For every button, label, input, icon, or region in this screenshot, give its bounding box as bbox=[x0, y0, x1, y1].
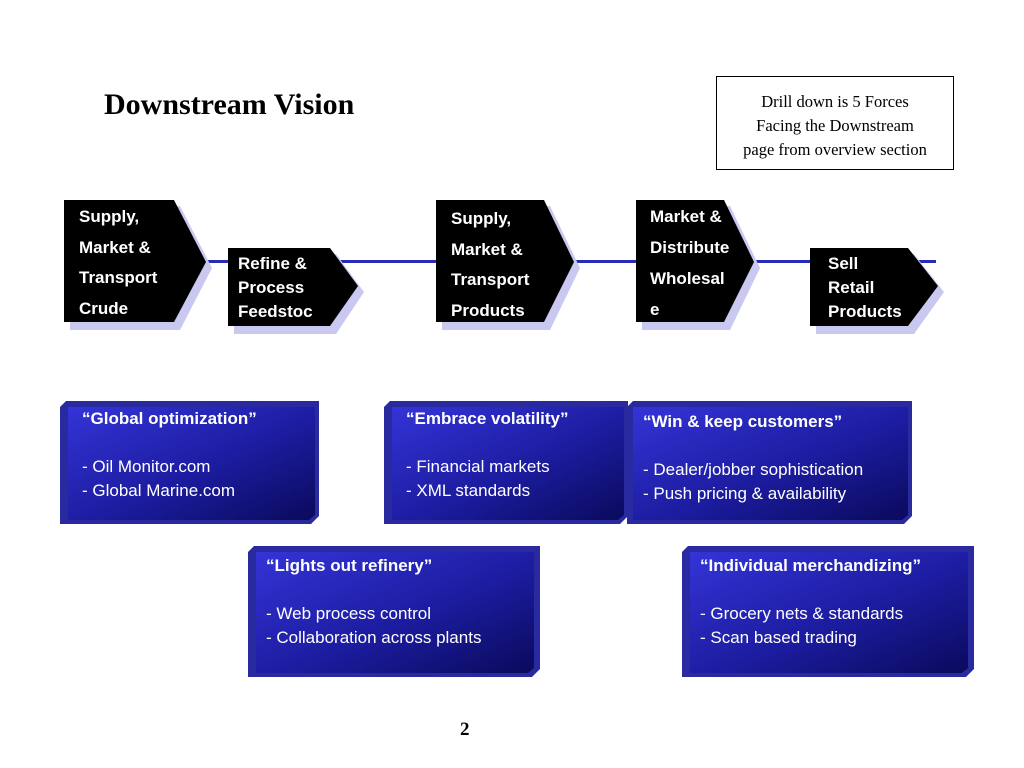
note-line: Drill down is 5 Forces bbox=[761, 92, 909, 111]
chevron-line: Crude bbox=[79, 298, 129, 318]
box-item: - Scan based trading bbox=[700, 628, 857, 647]
chevron-line: Market & bbox=[451, 239, 523, 259]
chevron-shape bbox=[228, 248, 364, 334]
chevron-line: Refine & bbox=[238, 254, 307, 273]
box-win-keep-customers: “Win & keep customers” - Dealer/jobber s… bbox=[627, 401, 912, 524]
chevron-sell-retail: Sell Retail Products bbox=[810, 246, 948, 334]
chevron-line: Products bbox=[828, 302, 902, 321]
chevron-supply-crude: Supply, Market & Transport Crude bbox=[64, 198, 216, 330]
chevron-shape bbox=[636, 200, 760, 330]
page-title: Downstream Vision bbox=[104, 88, 355, 121]
chevron-line: Supply, bbox=[451, 209, 512, 228]
box-individual-merchandizing: “Individual merchandizing” - Grocery net… bbox=[682, 546, 974, 677]
box-content: “Win & keep customers” - Dealer/jobber s… bbox=[643, 410, 908, 506]
chevron-label: Market & Distribute Wholesal e bbox=[650, 201, 729, 325]
chevron-line: Transport bbox=[451, 270, 530, 289]
chevron-line: Wholesal bbox=[650, 269, 725, 288]
box-item: - XML standards bbox=[406, 481, 531, 500]
chevron-line: Market & bbox=[79, 237, 151, 257]
box-heading: “Lights out refinery” bbox=[266, 556, 433, 575]
box-shape bbox=[60, 401, 319, 524]
box-item: - Oil Monitor.com bbox=[82, 457, 211, 476]
box-content: “Lights out refinery” - Web process cont… bbox=[266, 554, 536, 650]
drill-down-note: Drill down is 5 Forces Facing the Downst… bbox=[716, 76, 954, 170]
box-lights-out-refinery: “Lights out refinery” - Web process cont… bbox=[248, 546, 540, 677]
chevron-market-distribute: Market & Distribute Wholesal e bbox=[636, 198, 764, 330]
box-shape bbox=[384, 401, 628, 524]
box-item: - Grocery nets & standards bbox=[700, 604, 904, 623]
chevron-supply-products: Supply, Market & Transport Products bbox=[436, 198, 584, 330]
chevron-line: Distribute bbox=[650, 238, 730, 257]
chevron-label: Sell Retail Products bbox=[828, 252, 902, 324]
chevron-line: e bbox=[650, 300, 660, 319]
box-heading: “Win & keep customers” bbox=[643, 412, 843, 431]
box-item: - Collaboration across plants bbox=[266, 628, 482, 647]
chevron-label: Supply, Market & Transport Crude bbox=[79, 202, 157, 324]
chevron-label: Supply, Market & Transport Products bbox=[451, 204, 529, 326]
chevron-line: Supply, bbox=[79, 207, 140, 226]
box-shape bbox=[682, 546, 974, 677]
box-content: “Global optimization” - Oil Monitor.com … bbox=[82, 407, 315, 503]
chevron-line: Products bbox=[451, 300, 525, 320]
box-heading: “Embrace volatility” bbox=[406, 409, 569, 428]
box-embrace-volatility: “Embrace volatility” - Financial markets… bbox=[384, 401, 628, 524]
box-global-optimization: “Global optimization” - Oil Monitor.com … bbox=[60, 401, 319, 524]
box-shape bbox=[248, 546, 540, 677]
box-item: - Global Marine.com bbox=[82, 481, 236, 500]
note-line: page from overview section bbox=[743, 140, 927, 159]
chevron-label: Refine & Process Feedstoc bbox=[238, 252, 313, 324]
chevron-shape bbox=[810, 248, 944, 334]
box-item: - Dealer/jobber sophistication bbox=[643, 460, 864, 479]
box-content: “Embrace volatility” - Financial markets… bbox=[406, 407, 624, 503]
chevron-line: Feedstoc bbox=[238, 302, 313, 321]
box-shape bbox=[627, 401, 912, 524]
box-heading: “Global optimization” bbox=[82, 409, 257, 428]
chevron-refine-process: Refine & Process Feedstoc bbox=[228, 246, 368, 334]
page-number: 2 bbox=[460, 719, 470, 740]
box-heading: “Individual merchandizing” bbox=[700, 556, 922, 575]
chevron-shape bbox=[436, 200, 580, 330]
box-content: “Individual merchandizing” - Grocery net… bbox=[700, 554, 970, 650]
box-item: - Financial markets bbox=[406, 457, 550, 476]
chevron-line: Sell bbox=[828, 254, 859, 273]
note-line: Facing the Downstream bbox=[756, 116, 914, 135]
chevron-line: Market & bbox=[650, 207, 722, 226]
chevron-line: Retail bbox=[828, 278, 875, 297]
chevron-line: Process bbox=[238, 278, 305, 297]
chevron-shape bbox=[64, 200, 212, 330]
box-item: - Push pricing & availability bbox=[643, 484, 847, 503]
chevron-line: Transport bbox=[79, 268, 158, 287]
box-item: - Web process control bbox=[266, 604, 432, 623]
